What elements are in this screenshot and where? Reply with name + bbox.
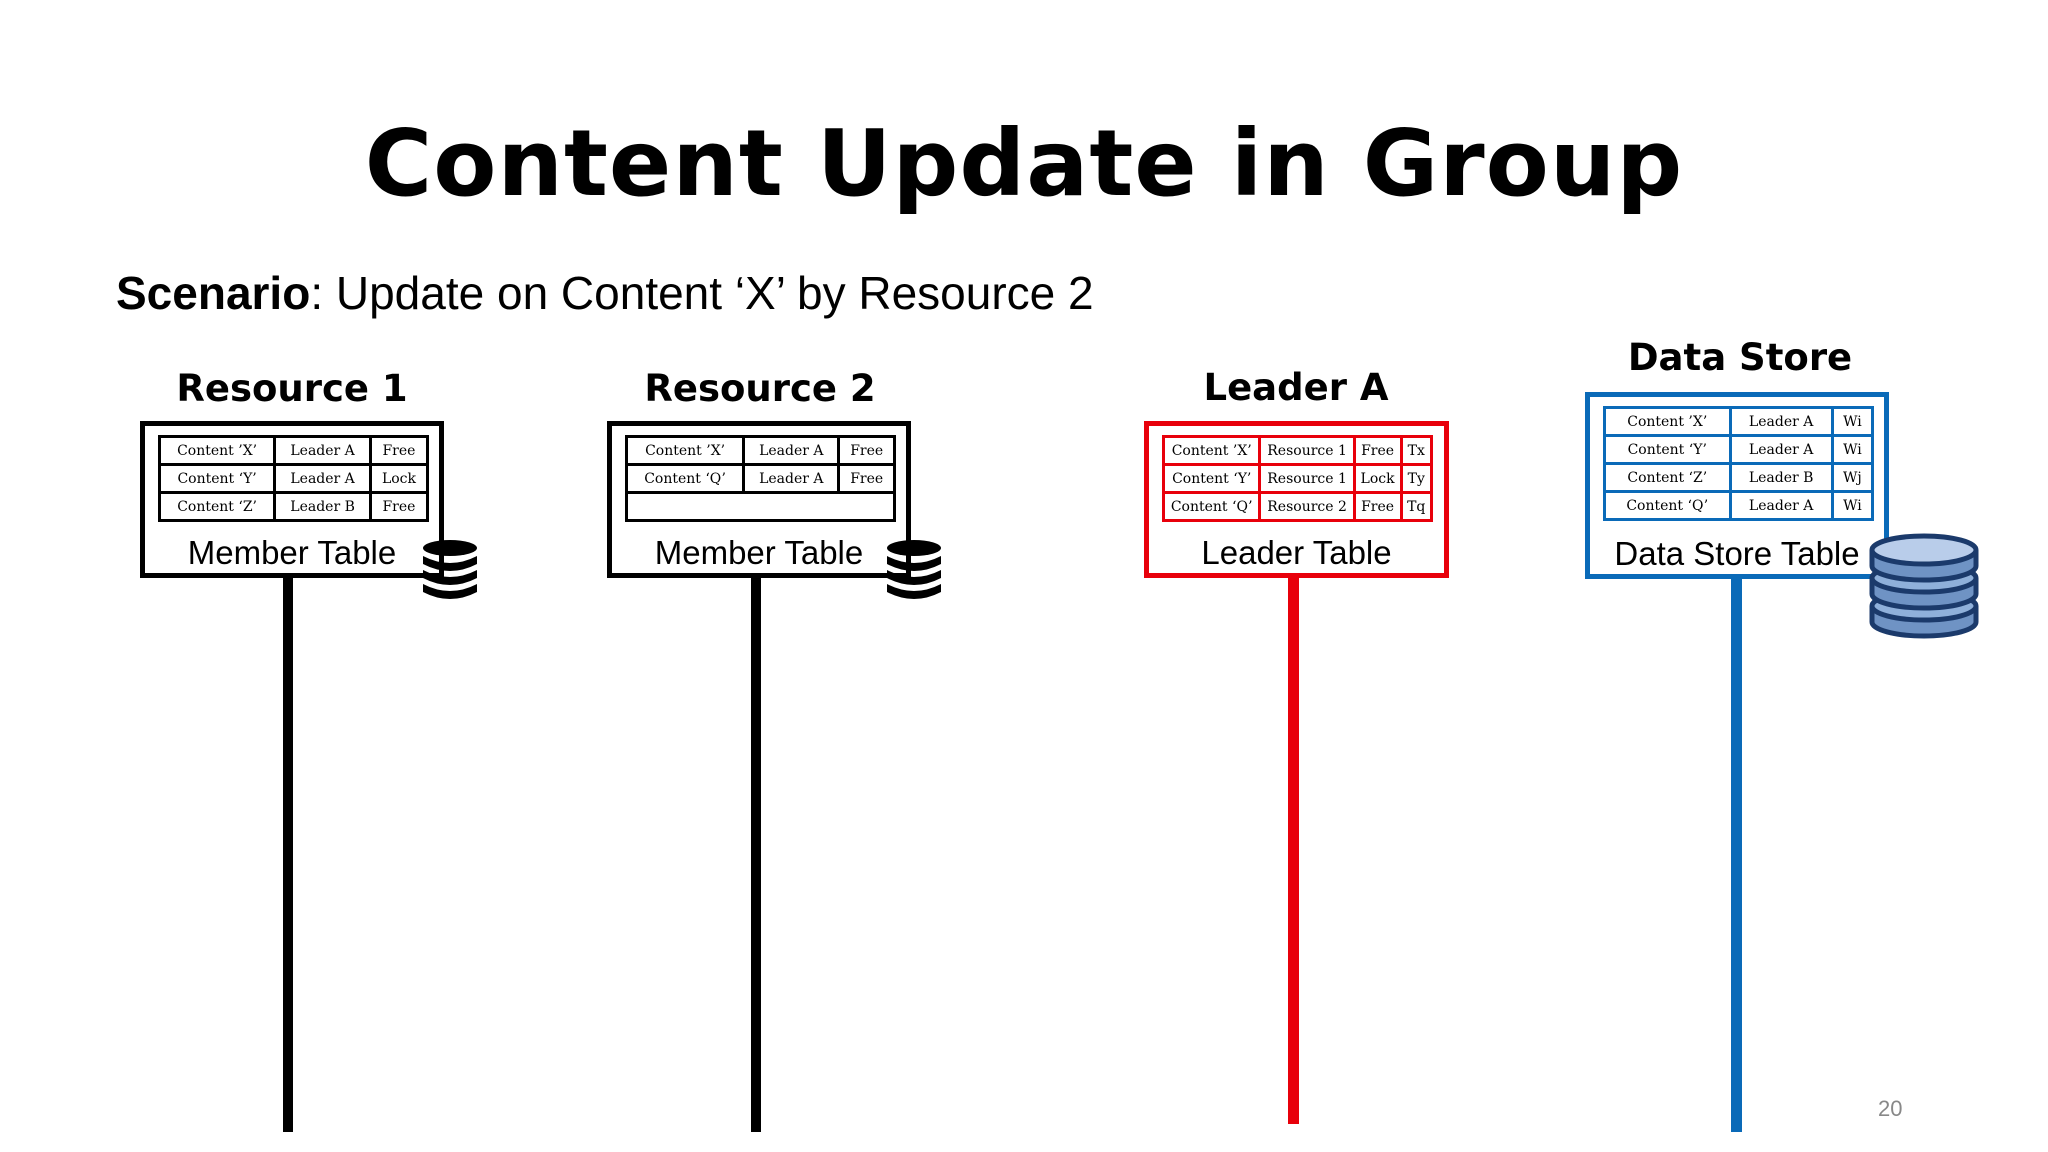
table-cell: Wi bbox=[1830, 434, 1875, 465]
table-cell: Wj bbox=[1830, 462, 1875, 493]
table-cell: Ty bbox=[1399, 463, 1433, 494]
table-cell: Wi bbox=[1830, 490, 1875, 521]
table-cell: Free bbox=[837, 463, 896, 494]
table-cell: Leader A bbox=[1728, 406, 1834, 437]
table-cell: Content ‘Z’ bbox=[157, 491, 277, 522]
table-cell: Resource 1 bbox=[1258, 463, 1356, 494]
table-cell: Content ‘Y’ bbox=[1603, 434, 1732, 465]
table-cell: Free bbox=[368, 435, 430, 466]
table-cell: Content ’X’ bbox=[157, 435, 277, 466]
data-store-title: Data Store bbox=[1627, 336, 1853, 379]
table-cell: Tq bbox=[1399, 491, 1433, 522]
table-cell: Content ‘Q’ bbox=[624, 463, 746, 494]
database-icon bbox=[1869, 533, 1979, 639]
resource-2-title: Resource 2 bbox=[644, 367, 876, 410]
table-cell: Leader A bbox=[273, 435, 372, 466]
resource-1-title: Resource 1 bbox=[176, 367, 408, 410]
table-cell: Leader A bbox=[1728, 434, 1834, 465]
table-cell: Lock bbox=[368, 463, 430, 494]
scenario-label: Scenario bbox=[116, 267, 311, 319]
table-cell: Leader B bbox=[273, 491, 372, 522]
table-cell: Content ’X’ bbox=[1161, 435, 1262, 466]
table-cell: Content ‘Z’ bbox=[1603, 462, 1732, 493]
resource-1-caption: Member Table bbox=[187, 534, 397, 571]
resource-1-lifeline bbox=[283, 578, 293, 1132]
table-cell: Tx bbox=[1399, 435, 1433, 466]
table-cell: Leader A bbox=[1728, 490, 1834, 521]
table-cell: Free bbox=[837, 435, 896, 466]
table-row-empty bbox=[625, 491, 896, 522]
table-cell: Content ‘Q’ bbox=[1603, 490, 1732, 521]
table-cell: Content ‘Y’ bbox=[157, 463, 277, 494]
table-cell: Content ‘Q’ bbox=[1161, 491, 1262, 522]
scenario-line: Scenario: Update on Content ‘X’ by Resou… bbox=[116, 266, 1094, 320]
database-icon bbox=[423, 540, 477, 599]
leader-a-title: Leader A bbox=[1203, 366, 1389, 409]
resource-2-caption: Member Table bbox=[654, 534, 864, 571]
table-cell: Free bbox=[1352, 491, 1403, 522]
table-cell: Free bbox=[368, 491, 430, 522]
scenario-text: : Update on Content ‘X’ by Resource 2 bbox=[310, 267, 1094, 319]
table-cell: Leader B bbox=[1728, 462, 1834, 493]
table-cell: Lock bbox=[1352, 463, 1403, 494]
table-cell: Wi bbox=[1830, 406, 1875, 437]
page-number: 20 bbox=[1878, 1096, 1903, 1121]
table-cell: Resource 2 bbox=[1258, 491, 1356, 522]
leader-a-caption: Leader Table bbox=[1201, 534, 1392, 571]
slide-title: Content Update in Group bbox=[364, 110, 1684, 217]
table-cell-empty bbox=[625, 491, 896, 522]
database-icon bbox=[887, 540, 941, 599]
table-cell: Resource 1 bbox=[1258, 435, 1356, 466]
table-cell: Content ’X’ bbox=[1603, 406, 1732, 437]
resource-2-lifeline bbox=[751, 578, 761, 1132]
table-cell: Leader A bbox=[742, 435, 841, 466]
leader-a-lifeline bbox=[1288, 578, 1299, 1124]
table-cell: Content ‘Y’ bbox=[1161, 463, 1262, 494]
table-cell: Content ’X’ bbox=[624, 435, 746, 466]
table-cell: Leader A bbox=[273, 463, 372, 494]
data-store-lifeline bbox=[1731, 579, 1742, 1132]
table-cell: Free bbox=[1352, 435, 1403, 466]
table-cell: Leader A bbox=[742, 463, 841, 494]
data-store-caption: Data Store Table bbox=[1614, 535, 1860, 572]
